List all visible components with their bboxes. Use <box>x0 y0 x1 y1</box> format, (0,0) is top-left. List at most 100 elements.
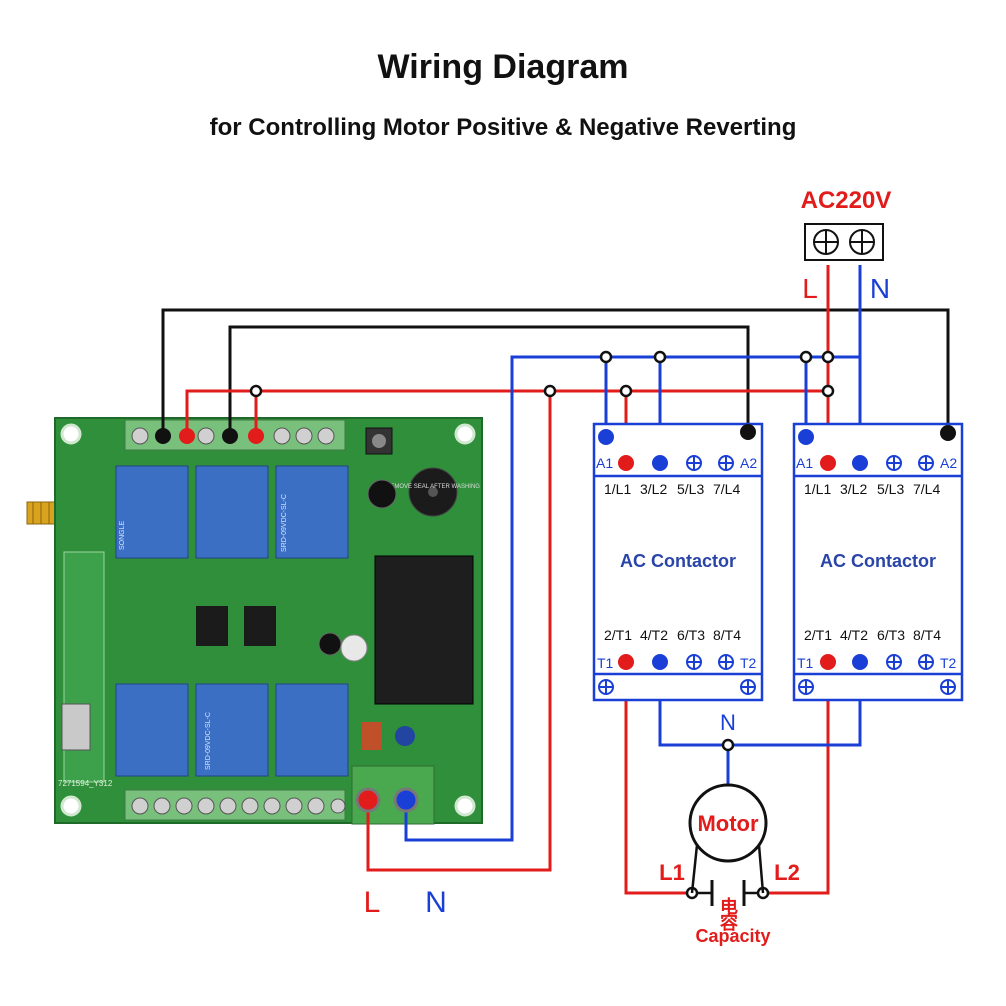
screw-terminal <box>307 797 325 815</box>
terminal-label: 5/L3 <box>877 481 904 497</box>
contactor-body <box>792 422 964 702</box>
terminal-label: 8/T4 <box>713 627 741 643</box>
capacitor <box>318 632 342 656</box>
motor-symbol <box>688 783 768 863</box>
coil-a2-label: A2 <box>740 455 757 471</box>
junction <box>543 384 557 398</box>
relay-brand: SONGLE <box>119 520 126 550</box>
varistor <box>395 726 415 746</box>
terminal-label: 1/L1 <box>804 481 831 497</box>
line-wire-motor-l1 <box>624 662 690 895</box>
contactor-terminal <box>852 654 868 670</box>
terminal-label: 7/L4 <box>713 481 740 497</box>
mount-hole <box>454 423 476 445</box>
terminal-label: 6/T3 <box>677 627 705 643</box>
ic-chip <box>196 606 228 646</box>
capacitor <box>340 634 368 662</box>
mount-hole <box>60 423 82 445</box>
neutral-wire-motor-bus <box>658 662 862 747</box>
crystal <box>61 703 91 751</box>
t2-label: T2 <box>740 655 757 671</box>
junction <box>249 384 263 398</box>
mount-hole <box>60 795 82 817</box>
board-neutral-label: N <box>425 886 447 919</box>
contactor-terminal <box>798 429 814 445</box>
control-wire-2 <box>228 325 750 436</box>
junction <box>821 384 835 398</box>
terminal-label: 4/T2 <box>840 627 868 643</box>
terminal-label: 5/L3 <box>677 481 704 497</box>
junction <box>619 384 633 398</box>
terminal-power-l <box>355 787 381 813</box>
terminal-label: 8/T4 <box>913 627 941 643</box>
terminal-label: 1/L1 <box>604 481 631 497</box>
control-wire-1 <box>161 308 950 436</box>
fuse <box>362 722 382 750</box>
diagram-title: Wiring Diagram <box>377 48 629 86</box>
capacitor-label: Capacity <box>695 926 770 946</box>
contactor-terminal <box>820 654 836 670</box>
terminal-power-n <box>393 787 419 813</box>
ic-chip <box>244 606 276 646</box>
neutral-wire-board <box>404 265 862 842</box>
t2-label: T2 <box>940 655 957 671</box>
relay <box>275 683 349 777</box>
capacitor <box>367 479 397 509</box>
board-line-label: L <box>364 886 381 919</box>
terminal-red <box>248 428 264 444</box>
t1-label: T1 <box>597 655 614 671</box>
terminal-black <box>155 428 171 444</box>
screw-terminal <box>241 797 259 815</box>
relay <box>115 465 189 559</box>
screw-terminal <box>330 798 346 814</box>
contactor-terminal <box>940 425 956 441</box>
diagram-subtitle: for Controlling Motor Positive & Negativ… <box>209 114 797 141</box>
coil-a1-label: A1 <box>796 455 813 471</box>
board-wire-terminals <box>155 428 419 813</box>
terminal-label: 3/L2 <box>640 481 667 497</box>
wires <box>161 265 950 895</box>
relay-model: SRD-09VDC-SL-C <box>281 494 288 552</box>
contactor-terminal <box>618 654 634 670</box>
power-neutral-label: N <box>870 273 890 304</box>
terminal-red <box>179 428 195 444</box>
pair-button-cap <box>372 434 386 448</box>
screw-terminal <box>197 427 215 445</box>
junction <box>721 738 735 752</box>
mount-hole <box>454 795 476 817</box>
board-code: 7271594_Y312 <box>58 779 113 788</box>
buzzer-label: REMOVE SEAL AFTER WASHING <box>386 484 480 490</box>
screw-terminal <box>273 427 291 445</box>
screw-terminal <box>285 797 303 815</box>
relay <box>195 683 269 777</box>
screw-terminal <box>131 427 149 445</box>
terminal-label: 7/L4 <box>913 481 940 497</box>
screw-terminal <box>175 797 193 815</box>
power-line-label: L <box>802 273 818 304</box>
terminal-black <box>222 428 238 444</box>
relays <box>115 465 349 777</box>
motor-lead2-label: L2 <box>774 860 800 885</box>
screw-terminal <box>197 797 215 815</box>
capacitor-cn-label: 电容 <box>718 896 738 932</box>
line-wire-motor-l2 <box>765 662 830 895</box>
screw-terminal <box>219 797 237 815</box>
contactor-title: AC Contactor <box>820 551 936 571</box>
contactor-terminal <box>740 424 756 440</box>
ac-contactor-1: A1 A2 1/L1 3/L2 5/L3 7/L4 2/T1 4/T2 6/T3 <box>592 422 764 702</box>
relay <box>195 465 269 559</box>
line-wire-board <box>366 391 552 872</box>
screw-terminal <box>317 427 335 445</box>
screw-terminal <box>295 427 313 445</box>
contactor-terminal <box>598 429 614 445</box>
terminal-label: 2/T1 <box>604 627 632 643</box>
motor: N Motor L1 L2 电容 Capacity <box>659 710 800 946</box>
junction <box>799 350 813 364</box>
relay-board: REMOVE SEAL AFTER WASHING SONGLE SRD-09 <box>26 417 483 825</box>
motor-lead1-label: L1 <box>659 860 685 885</box>
power-supply: AC220V L N <box>801 187 892 304</box>
terminal-label: 2/T1 <box>804 627 832 643</box>
relay-model: SRD-09VDC-SL-C <box>205 712 212 770</box>
